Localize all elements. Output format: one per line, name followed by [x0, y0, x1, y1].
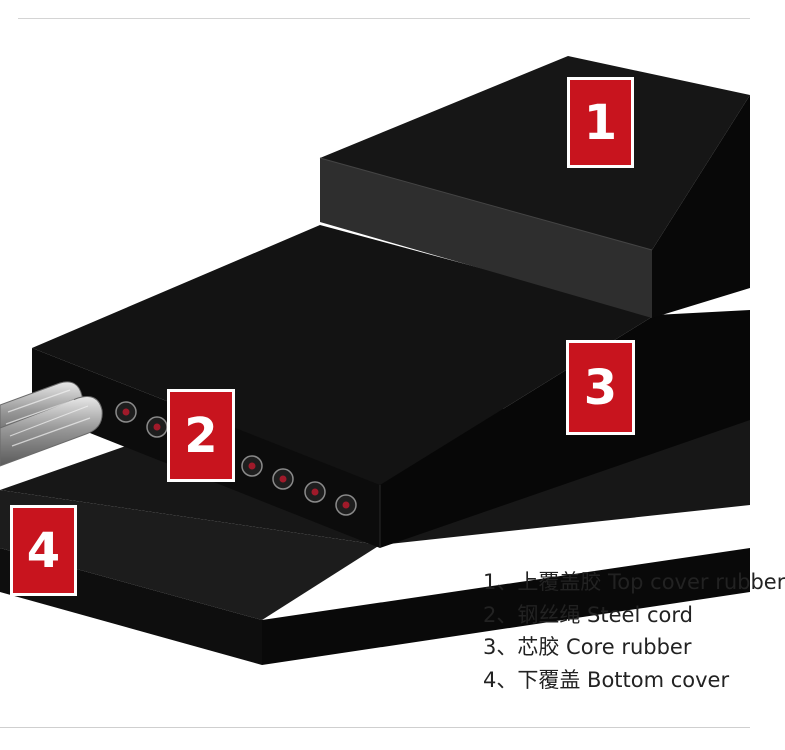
legend-item-top-cover: 1、上覆盖胶 Top cover rubber: [483, 570, 785, 594]
cord-end: [146, 416, 168, 438]
steel-cord-ends: [115, 401, 357, 516]
top-cover-layer: [319, 56, 750, 318]
badge-3-label: 3: [583, 359, 618, 416]
legend-item-bottom-cover: 4、下覆盖 Bottom cover: [483, 667, 730, 692]
badge-2: 2: [167, 389, 235, 482]
core-rubber-right-face: [380, 310, 750, 548]
badge-3: 3: [566, 340, 635, 435]
steel-cables: [0, 381, 103, 467]
legend-item-steel-cord: 2、钢丝绳 Steel cord: [483, 602, 693, 627]
badge-2-label: 2: [184, 407, 218, 464]
top-cover-top-face: [320, 56, 750, 250]
top-divider: [18, 18, 750, 19]
badge-1: 1: [567, 77, 634, 168]
top-cover-front-face: [320, 158, 652, 318]
top-cover-right-face: [652, 95, 750, 318]
bottom-cover-right-edge: [262, 548, 750, 665]
bottom-divider: [0, 727, 750, 728]
badge-1-label: 1: [583, 94, 618, 151]
cord-end: [335, 494, 357, 516]
diagram-frame: 1 2 3 4 1、上覆盖胶 Top cover rubber 2、钢丝绳 St…: [0, 18, 785, 728]
badge-4-label: 4: [26, 522, 61, 579]
legend-item-core-rubber: 3、芯胶 Core rubber: [483, 635, 692, 659]
cord-end: [115, 401, 137, 423]
core-rubber-top-face: [32, 225, 655, 485]
bottom-cover-left-face: [0, 490, 380, 620]
layer-legend: 1、上覆盖胶 Top cover rubber 2、钢丝绳 Steel cord…: [483, 566, 785, 696]
badge-4: 4: [10, 505, 77, 596]
cord-end: [304, 481, 326, 503]
cord-end: [241, 455, 263, 477]
cord-end: [272, 468, 294, 490]
steel-cable: [0, 396, 103, 467]
